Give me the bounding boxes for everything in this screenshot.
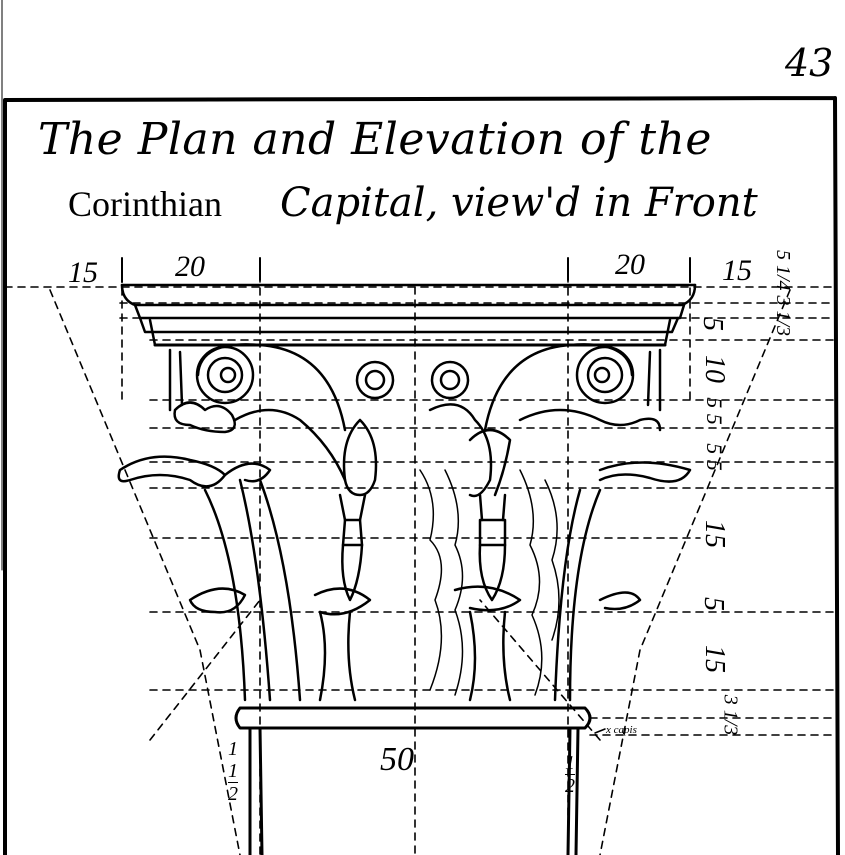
upper-leaves xyxy=(173,401,662,498)
right-fraction-denominator: 2 xyxy=(565,774,575,797)
scale-entry-6: 15 xyxy=(699,520,730,548)
acanthus-shading xyxy=(419,469,560,696)
dim-top-right-inner: 20 xyxy=(615,248,645,281)
scale-entry-5: 5 5 xyxy=(701,443,727,471)
scale-entry-9: 3 1/3 xyxy=(719,694,742,736)
construction-lines xyxy=(4,261,836,855)
abacus xyxy=(120,283,697,347)
page-number: 43 xyxy=(785,41,834,85)
scale-entry-7: 5 xyxy=(698,597,729,611)
dim-top-right-outer: 15 xyxy=(722,254,752,287)
dim-top-left-outer: 15 xyxy=(68,256,98,289)
scale-entry-8: 15 xyxy=(699,645,730,673)
dim-top-left-inner: 20 xyxy=(175,250,205,283)
plate-border xyxy=(3,96,840,855)
scale-entry-3: 10 xyxy=(699,355,730,383)
plate-title-italic: Capital, view'd in Front xyxy=(280,180,758,226)
astragal xyxy=(234,706,592,855)
scale-entry-4: 5 5 xyxy=(701,397,727,425)
lower-leaves xyxy=(188,585,642,702)
left-fraction: 1 1 2 xyxy=(228,738,238,805)
plate-title-roman: Corinthian xyxy=(68,184,222,224)
scale-entry-2: 5 xyxy=(697,317,728,331)
volutes xyxy=(168,343,662,432)
right-fraction: 1 2 xyxy=(565,752,575,797)
right-fraction-numerator: 1 xyxy=(565,752,575,774)
central-caulicoli xyxy=(338,493,507,602)
capital-annotation: x capis xyxy=(606,724,637,736)
dim-astragal-width: 50 xyxy=(380,741,414,778)
scale-entry-1: 5 1/4 3 1/3 xyxy=(772,249,795,337)
left-fraction-denominator: 2 xyxy=(228,782,238,805)
annotation-pointer xyxy=(594,728,606,734)
plate-title-line1: The Plan and Elevation of the xyxy=(38,114,712,165)
left-fraction-numerator: 1 xyxy=(228,738,238,760)
middle-leaves xyxy=(117,455,692,702)
dimension-ticks xyxy=(121,257,691,283)
left-fraction-middle: 1 xyxy=(228,760,238,782)
